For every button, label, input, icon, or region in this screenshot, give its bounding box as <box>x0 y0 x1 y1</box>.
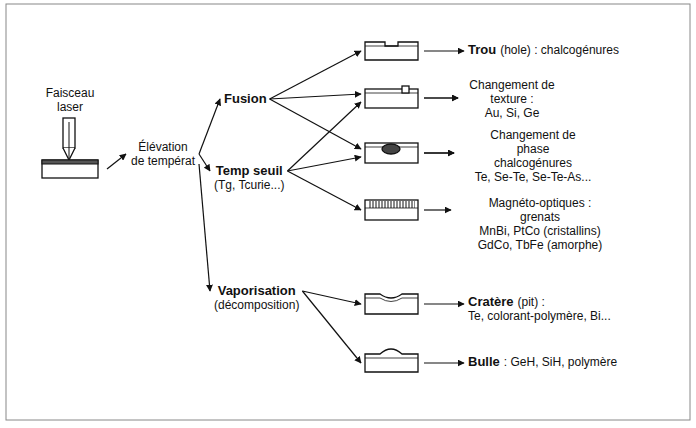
hole-icon <box>365 42 418 60</box>
connector <box>287 153 454 171</box>
crater-result: Cratère (pit) :Te, colorant-polymère, Bi.… <box>468 295 611 323</box>
magneto-icon <box>365 200 418 220</box>
node-text: Élévation de températ <box>130 140 196 168</box>
magneto-result: Magnéto-optiques :grenatsMnBi, PtCo (cri… <box>455 196 625 252</box>
bubble-icon <box>365 349 418 372</box>
node-text: Vaporisation <box>214 284 299 298</box>
connector <box>199 164 210 291</box>
node-text: Bulle <box>468 354 500 369</box>
arrow-segment <box>270 51 361 99</box>
arrow-segment <box>424 152 454 153</box>
laser-illustration <box>36 114 104 182</box>
node-text: Te, colorant-polymère, Bi... <box>468 309 611 323</box>
connector <box>199 154 210 171</box>
node-text: (décomposition) <box>214 298 299 312</box>
node-text: Trou <box>468 42 496 57</box>
arrow-segment <box>424 303 464 304</box>
temperature-node: Élévation de températ <box>130 140 196 168</box>
node-text: chalcogénures <box>458 156 608 170</box>
arrow-segment <box>199 164 210 291</box>
arrow-segment <box>424 362 464 363</box>
node-text: GdCo, TbFe (amorphe) <box>455 238 625 252</box>
connector <box>302 291 464 363</box>
node-text: (hole) : chalcogénures <box>500 43 619 57</box>
node-text: Cratère <box>468 294 514 309</box>
arrow-segment <box>287 157 361 171</box>
arrow-segment <box>199 154 210 171</box>
arrow-segment <box>270 94 361 99</box>
arrow-segment <box>424 97 458 98</box>
arrow-segment <box>107 154 126 169</box>
vaporisation-node: Vaporisation(décomposition) <box>214 284 299 312</box>
node-text: : GeH, SiH, polymère <box>504 355 617 369</box>
texture-result: Changement de texture :Au, Si, Ge <box>462 78 562 120</box>
arrow-segment <box>287 171 361 210</box>
connector <box>107 154 126 169</box>
connector <box>270 51 464 99</box>
laser-node: Faisceau laser <box>36 86 104 182</box>
node-text: Te, Se-Te, Se-Te-As... <box>458 170 608 184</box>
arrow-segment <box>424 209 451 210</box>
connector <box>302 291 464 304</box>
node-text: Changement de texture : <box>462 78 562 106</box>
phase-icon <box>365 143 418 163</box>
frame <box>6 4 690 420</box>
crater-icon <box>365 294 418 314</box>
fusion-node: Fusion <box>224 92 267 106</box>
node-text: Faisceau laser <box>36 86 104 114</box>
connector <box>270 99 454 153</box>
node-text: Magnéto-optiques : <box>455 196 625 210</box>
node-text: (Tg, Tcurie...) <box>214 178 284 192</box>
bubble-result: Bulle : GeH, SiH, polymère <box>468 355 617 369</box>
node-text: Temp seuil <box>214 164 284 178</box>
connector <box>287 98 458 171</box>
node-text: Au, Si, Ge <box>462 106 562 120</box>
node-text: grenats <box>455 210 625 224</box>
connector <box>199 99 220 154</box>
arrow-segment <box>287 102 361 171</box>
node-text: Fusion <box>224 92 267 106</box>
node-text: Changement de phase <box>487 128 579 156</box>
arrow-segment <box>424 97 458 98</box>
phase-result: Changement de phasechalcogénuresTe, Se-T… <box>458 128 608 184</box>
hole-result: Trou (hole) : chalcogénures <box>468 43 619 57</box>
connector <box>270 94 458 99</box>
arrow-segment <box>424 50 464 51</box>
arrow-segment <box>270 99 361 149</box>
node-text: MnBi, PtCo (cristallins) <box>455 224 625 238</box>
arrow-segment <box>424 152 454 153</box>
texture-icon <box>365 86 418 108</box>
node-text: (pit) : <box>518 295 545 309</box>
connector <box>287 171 451 210</box>
arrow-segment <box>302 291 361 363</box>
threshold-node: Temp seuil(Tg, Tcurie...) <box>214 164 284 192</box>
arrow-segment <box>199 99 220 154</box>
